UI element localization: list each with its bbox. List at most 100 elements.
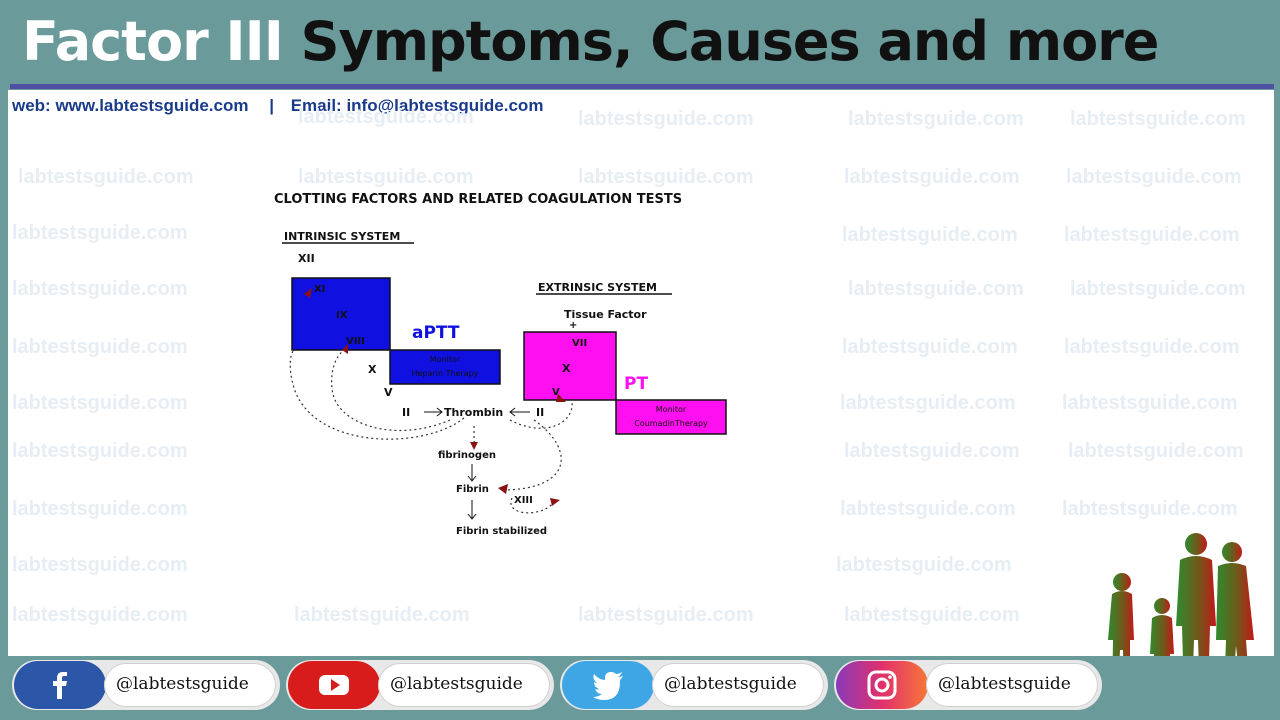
factor-vii: VII xyxy=(572,338,587,349)
watermark-text: labtestsguide.com xyxy=(848,278,1024,300)
email-link[interactable]: Email: info@labtestsguide.com xyxy=(290,96,544,115)
arrowhead-red xyxy=(470,442,478,450)
watermark-text: labtestsguide.com xyxy=(578,604,754,626)
factor-v-extrinsic: V xyxy=(552,387,560,398)
watermark-text: labtestsguide.com xyxy=(12,222,188,244)
watermark-text: labtestsguide.com xyxy=(844,440,1020,462)
feedback-path xyxy=(510,497,555,514)
watermark-text: labtestsguide.com xyxy=(12,278,188,300)
feedback-path xyxy=(505,419,562,491)
youtube-badge[interactable]: @labtestsguide xyxy=(286,660,554,710)
extrinsic-heading: EXTRINSIC SYSTEM xyxy=(538,281,657,294)
facebook-badge[interactable]: @labtestsguide xyxy=(12,660,280,710)
content-panel: web: www.labtestsguide.com | Email: info… xyxy=(8,90,1274,656)
aptt-monitor-box xyxy=(389,349,501,385)
arrowhead-red xyxy=(550,498,560,506)
arrowhead xyxy=(467,513,477,520)
watermark-text: labtestsguide.com xyxy=(1068,440,1244,462)
fibrinogen-label: fibrinogen xyxy=(438,450,496,461)
aptt-box-line1: Monitor xyxy=(430,355,461,364)
pt-box-line2: CoumadinTherapy xyxy=(634,419,708,428)
facebook-icon-circle xyxy=(14,661,106,709)
instagram-badge[interactable]: @labtestsguide xyxy=(834,660,1102,710)
watermark-text: labtestsguide.com xyxy=(842,224,1018,246)
youtube-icon xyxy=(319,675,349,695)
watermark-text: labtestsguide.com xyxy=(836,554,1012,576)
watermark-text: labtestsguide.com xyxy=(1062,498,1238,520)
watermark-text: labtestsguide.com xyxy=(12,554,188,576)
web-link[interactable]: web: www.labtestsguide.com xyxy=(12,96,249,115)
arrowhead-red xyxy=(556,394,566,402)
diagram-title: CLOTTING FACTORS AND RELATED COAGULATION… xyxy=(274,192,682,207)
twitter-icon-circle xyxy=(562,661,654,709)
watermark-text: labtestsguide.com xyxy=(1070,278,1246,300)
watermark-text: labtestsguide.com xyxy=(844,604,1020,626)
factor-ii-left: II xyxy=(402,406,410,419)
watermark-text: labtestsguide.com xyxy=(840,392,1016,414)
watermark-text: labtestsguide.com xyxy=(12,604,188,626)
youtube-icon-circle xyxy=(288,661,380,709)
feedback-path xyxy=(509,401,573,429)
watermark-text: labtestsguide.com xyxy=(848,108,1024,130)
factor-xi: XI xyxy=(314,284,325,295)
page-title: Factor III Symptoms, Causes and more xyxy=(22,10,1160,73)
youtube-handle[interactable]: @labtestsguide xyxy=(390,674,523,694)
watermark-text: labtestsguide.com xyxy=(844,166,1020,188)
instagram-handle[interactable]: @labtestsguide xyxy=(938,674,1071,694)
factor-x-intrinsic: X xyxy=(368,363,377,376)
facebook-icon xyxy=(53,672,67,699)
contact-separator: | xyxy=(269,96,274,115)
handle-pill xyxy=(378,663,550,707)
instagram-icon-circle xyxy=(836,661,928,709)
factor-ix: IX xyxy=(336,310,348,321)
social-footer: @labtestsguide @labtestsguide @labtestsg… xyxy=(0,656,1280,720)
watermark-text: labtestsguide.com xyxy=(1066,166,1242,188)
factor-xii: XII xyxy=(298,252,315,265)
header-divider xyxy=(10,84,1274,89)
title-part-1: Factor III xyxy=(22,10,284,73)
title-part-2: Symptoms, Causes and more xyxy=(300,10,1160,73)
feedback-path xyxy=(331,349,451,432)
watermark-text: labtestsguide.com xyxy=(294,604,470,626)
arrowhead xyxy=(467,475,477,482)
arrowhead-red xyxy=(304,288,312,298)
watermark-text: labtestsguide.com xyxy=(1064,336,1240,358)
intrinsic-box xyxy=(291,277,391,351)
facebook-handle[interactable]: @labtestsguide xyxy=(116,674,249,694)
extrinsic-box xyxy=(523,331,617,401)
factor-x-extrinsic: X xyxy=(562,362,571,375)
pt-box-line1: Monitor xyxy=(656,405,687,414)
factor-xiii: XIII xyxy=(514,495,533,506)
watermark-text: labtestsguide.com xyxy=(12,336,188,358)
aptt-label: aPTT xyxy=(412,323,460,343)
instagram-icon xyxy=(867,670,897,700)
header-bar: Factor III Symptoms, Causes and more xyxy=(0,0,1280,89)
fibrin-stabilized-label: Fibrin stabilized xyxy=(456,526,547,537)
watermark-text: labtestsguide.com xyxy=(12,440,188,462)
tissue-factor-label: Tissue Factor xyxy=(564,308,647,321)
handle-pill xyxy=(926,663,1098,707)
watermark-text: labtestsguide.com xyxy=(842,336,1018,358)
arrowhead-red xyxy=(498,484,508,494)
watermark-text: labtestsguide.com xyxy=(1064,224,1240,246)
arrowhead xyxy=(436,407,443,417)
watermark-text: labtestsguide.com xyxy=(298,106,474,128)
contact-line: web: www.labtestsguide.com | Email: info… xyxy=(12,96,549,116)
fibrin-label: Fibrin xyxy=(456,484,489,495)
aptt-box-line2: Heparin Therapy xyxy=(412,369,479,378)
twitter-handle[interactable]: @labtestsguide xyxy=(664,674,797,694)
thrombin-label: Thrombin xyxy=(444,406,503,419)
twitter-badge[interactable]: @labtestsguide xyxy=(560,660,828,710)
handle-pill xyxy=(652,663,824,707)
watermark-text: labtestsguide.com xyxy=(12,392,188,414)
watermark-text: labtestsguide.com xyxy=(578,108,754,130)
watermark-text: labtestsguide.com xyxy=(1070,108,1246,130)
factor-v-intrinsic: V xyxy=(384,386,393,399)
watermark-text: labtestsguide.com xyxy=(840,498,1016,520)
pt-monitor-box xyxy=(615,399,727,435)
factor-ii-right: II xyxy=(536,406,544,419)
coagulation-diagram: CLOTTING FACTORS AND RELATED COAGULATION… xyxy=(274,188,794,568)
watermark-text: labtestsguide.com xyxy=(12,498,188,520)
factor-viii: VIII xyxy=(346,336,365,347)
watermark-text: labtestsguide.com xyxy=(578,166,754,188)
